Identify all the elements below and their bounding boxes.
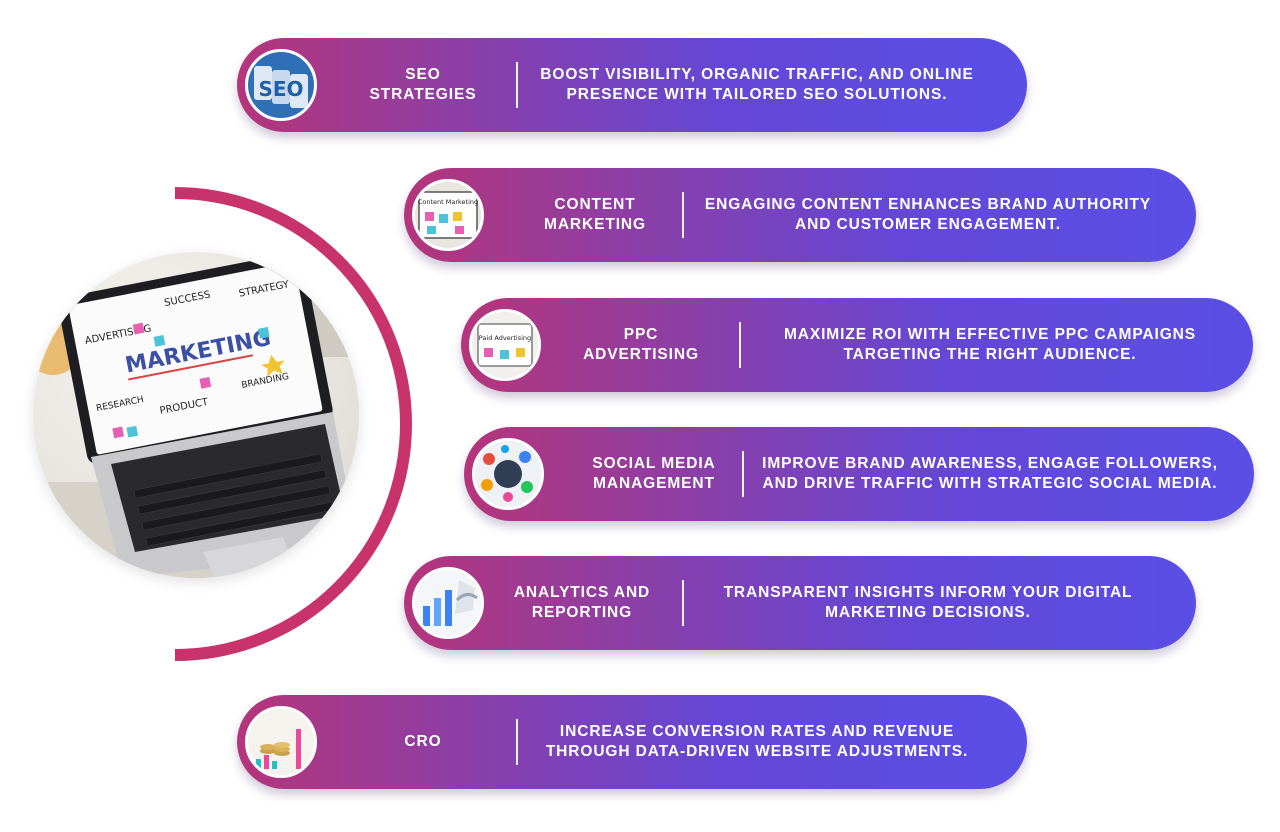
service-title: PPC ADVERTISING bbox=[551, 298, 731, 392]
service-title-line: ANALYTICS AND bbox=[513, 584, 651, 601]
service-title-line: MANAGEMENT bbox=[593, 475, 715, 492]
service-card-cro: CRO INCREASE CONVERSION RATES AND REVENU… bbox=[237, 695, 1027, 789]
divider bbox=[682, 580, 684, 626]
svg-text:Content Marketing: Content Marketing bbox=[418, 198, 478, 206]
service-title: CRO bbox=[327, 695, 519, 789]
analytics-chart-icon bbox=[412, 567, 484, 639]
marketing-laptop-illustration: ADVERTISING SUCCESS STRATEGY MARKETING R… bbox=[33, 252, 359, 578]
paid-advertising-icon: Paid Advertising bbox=[469, 309, 541, 381]
service-description: TRANSPARENT INSIGHTS INFORM YOUR DIGITAL… bbox=[723, 584, 1133, 621]
service-card-seo: SEO SEO STRATEGIES BOOST VISIBILITY, ORG… bbox=[237, 38, 1027, 132]
seo-blocks-icon: SEO bbox=[245, 49, 317, 121]
service-title: CONTENT MARKETING bbox=[500, 168, 690, 262]
service-title: SOCIAL MEDIA MANAGEMENT bbox=[554, 427, 754, 521]
content-marketing-icon: Content Marketing bbox=[412, 179, 484, 251]
service-card-content-marketing: Content Marketing CONTENT MARKETING ENGA… bbox=[404, 168, 1196, 262]
social-media-icon bbox=[472, 438, 544, 510]
service-card-social-media: SOCIAL MEDIA MANAGEMENT IMPROVE BRAND AW… bbox=[464, 427, 1254, 521]
service-card-ppc: Paid Advertising PPC ADVERTISING MAXIMIZ… bbox=[461, 298, 1253, 392]
service-title-line: SEO bbox=[405, 66, 441, 83]
laptop-icon: ADVERTISING SUCCESS STRATEGY MARKETING R… bbox=[33, 252, 359, 578]
divider bbox=[516, 719, 518, 765]
service-title-line: MARKETING bbox=[544, 216, 646, 233]
service-title-line: REPORTING bbox=[531, 604, 633, 621]
divider bbox=[739, 322, 741, 368]
service-title-line: CONTENT bbox=[554, 196, 636, 213]
service-description: INCREASE CONVERSION RATES AND REVENUE TH… bbox=[545, 723, 969, 760]
service-card-analytics: ANALYTICS AND REPORTING TRANSPARENT INSI… bbox=[404, 556, 1196, 650]
service-title-line: ADVERTISING bbox=[583, 346, 699, 363]
coins-growth-icon bbox=[245, 706, 317, 778]
service-description: MAXIMIZE ROI WITH EFFECTIVE PPC CAMPAIGN… bbox=[783, 326, 1197, 363]
service-description: BOOST VISIBILITY, ORGANIC TRAFFIC, AND O… bbox=[540, 66, 974, 103]
service-description: ENGAGING CONTENT ENHANCES BRAND AUTHORIT… bbox=[704, 196, 1152, 233]
svg-text:SEO: SEO bbox=[258, 77, 303, 101]
service-title-line: STRATEGIES bbox=[369, 86, 477, 103]
service-title: ANALYTICS AND REPORTING bbox=[492, 556, 672, 650]
svg-text:Paid Advertising: Paid Advertising bbox=[479, 334, 531, 342]
service-title: SEO STRATEGIES bbox=[327, 38, 519, 132]
service-description: IMPROVE BRAND AWARENESS, ENGAGE FOLLOWER… bbox=[762, 455, 1218, 492]
service-title-line: PPC bbox=[623, 326, 659, 343]
service-title-line: SOCIAL MEDIA bbox=[592, 455, 716, 472]
service-title-line: CRO bbox=[404, 733, 442, 750]
divider bbox=[516, 62, 518, 108]
divider bbox=[742, 451, 744, 497]
divider bbox=[682, 192, 684, 238]
